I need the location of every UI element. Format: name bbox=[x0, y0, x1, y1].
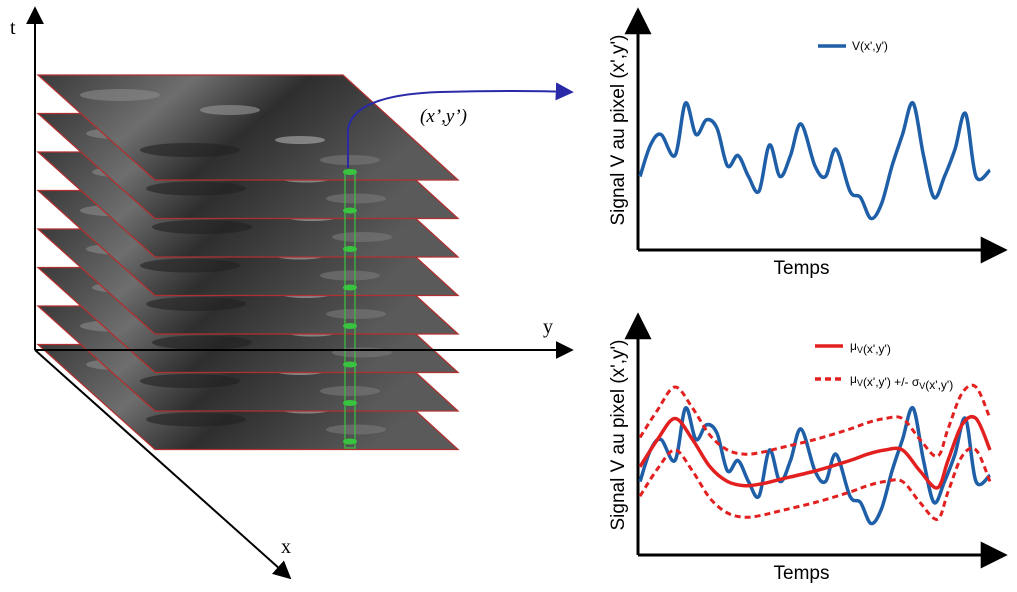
pixel-marker bbox=[343, 400, 357, 406]
chart-y-axis-label: Signal V au pixel (x',y') bbox=[608, 339, 629, 530]
y-axis-label: y bbox=[543, 316, 553, 338]
image-stack-diagram: t y x (x’,y’) bbox=[10, 6, 574, 580]
texture-blotch bbox=[326, 424, 386, 435]
texture-blotch bbox=[320, 386, 380, 396]
image-frame bbox=[36, 74, 460, 181]
chart-y-axis-label: Signal V au pixel (x',y') bbox=[608, 34, 629, 225]
mean-std-chart: Temps Signal V au pixel (x',y') μV(x',y') μ… bbox=[608, 312, 1008, 584]
frame-stack bbox=[36, 74, 460, 451]
legend-label: V(x',y') bbox=[852, 39, 888, 53]
series-line bbox=[638, 406, 992, 526]
chart-x-axis-label: Temps bbox=[774, 258, 830, 279]
pixel-marker bbox=[343, 323, 357, 329]
texture-blotch bbox=[140, 258, 240, 273]
texture-blotch bbox=[140, 374, 240, 388]
mean-line bbox=[638, 414, 992, 490]
x-axis-label: x bbox=[281, 536, 291, 558]
signal-chart: Temps Signal V au pixel (x',y') V(x',y') bbox=[608, 7, 1008, 279]
texture-blotch bbox=[320, 155, 380, 165]
pixel-marker bbox=[343, 246, 357, 252]
pixel-marker bbox=[343, 361, 357, 368]
texture-blotch bbox=[146, 412, 246, 427]
lower-bound-line bbox=[638, 446, 992, 521]
pixel-coordinate-label: (x’,y’) bbox=[420, 106, 467, 127]
texture-blotch bbox=[140, 143, 240, 157]
t-axis-label: t bbox=[10, 17, 16, 39]
upper-bound-line bbox=[638, 383, 992, 458]
pixel-marker bbox=[343, 438, 357, 445]
pixel-marker bbox=[343, 284, 357, 291]
texture-blotch bbox=[152, 335, 252, 350]
pixel-marker bbox=[343, 169, 357, 175]
texture-blotch bbox=[80, 89, 160, 101]
pixel-marker bbox=[343, 207, 357, 214]
x-axis bbox=[34, 349, 292, 580]
texture-blotch bbox=[326, 309, 386, 319]
texture-blotch bbox=[200, 105, 260, 115]
legend-label: μV(x',y') +/- σV(x',y') bbox=[850, 372, 953, 392]
texture-blotch bbox=[146, 181, 246, 196]
texture-blotch bbox=[320, 270, 380, 281]
legend-label: μV(x',y') bbox=[850, 339, 891, 356]
pixel-pointer-arrow bbox=[347, 82, 574, 168]
texture-blotch bbox=[146, 297, 246, 311]
texture-blotch bbox=[275, 136, 325, 144]
texture-blotch bbox=[152, 220, 252, 234]
chart-x-axis-label: Temps bbox=[774, 563, 830, 584]
texture-blotch bbox=[326, 193, 386, 204]
series-line bbox=[638, 101, 992, 221]
pixel-time-column bbox=[343, 169, 357, 449]
texture-blotch bbox=[332, 232, 392, 242]
